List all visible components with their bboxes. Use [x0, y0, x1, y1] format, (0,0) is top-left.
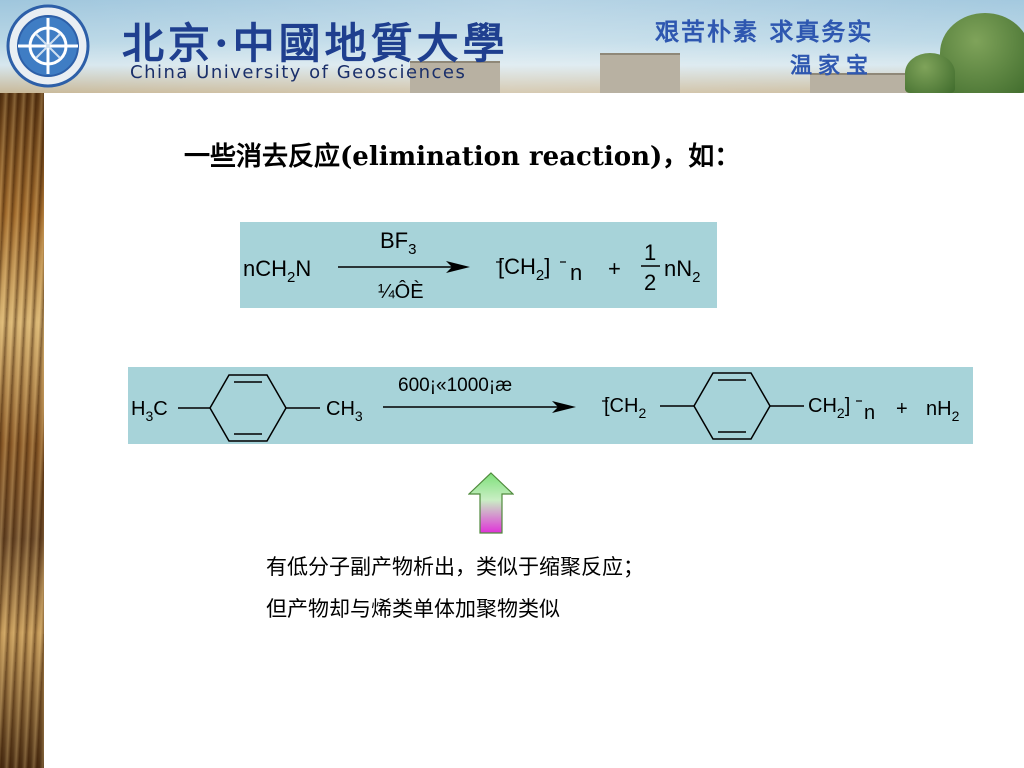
banner-building — [410, 61, 500, 93]
repeat-n: n — [864, 402, 875, 424]
up-arrow-icon — [468, 472, 514, 534]
note-line-1: 有低分子副产物析出，类似于缩聚反应； — [266, 555, 644, 579]
fraction-numerator: 1 — [644, 240, 656, 265]
reaction-box-2: H3C CH3 600¡«1000¡æ [CH2 CH2] n + nH2 — [128, 367, 973, 444]
university-name-cn: 北京·中國地質大學 — [122, 19, 509, 68]
product-ch2-right: CH2] — [808, 395, 850, 421]
benzene-ring — [209, 374, 287, 442]
arrow-head — [552, 401, 576, 413]
reactant-formula: nCH2N — [243, 256, 311, 286]
banner-building — [810, 73, 920, 93]
catalyst-label: BF3 — [380, 228, 416, 258]
decorative-side-strip — [0, 93, 44, 768]
methyl-left: H3C — [131, 398, 168, 424]
university-seal-icon — [6, 4, 90, 88]
reaction-2-diagram: H3C CH3 600¡«1000¡æ [CH2 CH2] n + nH2 — [131, 372, 960, 442]
reaction-1-diagram: nCH2N BF3 ¼ÔÈ [CH2] n + 1 2 nN2 — [243, 228, 700, 303]
temperature-condition: 600¡«1000¡æ — [398, 375, 512, 396]
arrow-head — [446, 261, 470, 273]
methyl-right: CH3 — [326, 398, 363, 424]
slide-heading: 一些消去反应(elimination reaction)，如： — [184, 142, 741, 172]
banner-building — [600, 53, 680, 93]
plus-sign: + — [608, 256, 621, 281]
motto-line-1: 艰苦朴素 求真务实 — [655, 17, 874, 46]
byproduct-formula: nH2 — [926, 398, 960, 424]
fraction-denominator: 2 — [644, 270, 656, 295]
banner-tree — [905, 53, 955, 93]
repeat-n: n — [570, 260, 582, 285]
motto-line-2: 温家宝 — [790, 53, 875, 79]
reaction-box-1: nCH2N BF3 ¼ÔÈ [CH2] n + 1 2 nN2 — [240, 222, 717, 308]
byproduct-formula: nN2 — [664, 256, 700, 286]
university-name-en: China University of Geosciences — [130, 62, 467, 83]
plus-sign: + — [896, 398, 908, 420]
note-line-2: 但产物却与烯类单体加聚物类似 — [266, 597, 560, 621]
product-ch2-left: [CH2 — [604, 395, 646, 421]
product-formula: [CH2] — [498, 254, 550, 284]
benzene-ring — [693, 372, 771, 440]
condition-label: ¼ÔÈ — [378, 280, 424, 303]
header-banner: 北京·中國地質大學 China University of Geoscience… — [0, 0, 1024, 93]
